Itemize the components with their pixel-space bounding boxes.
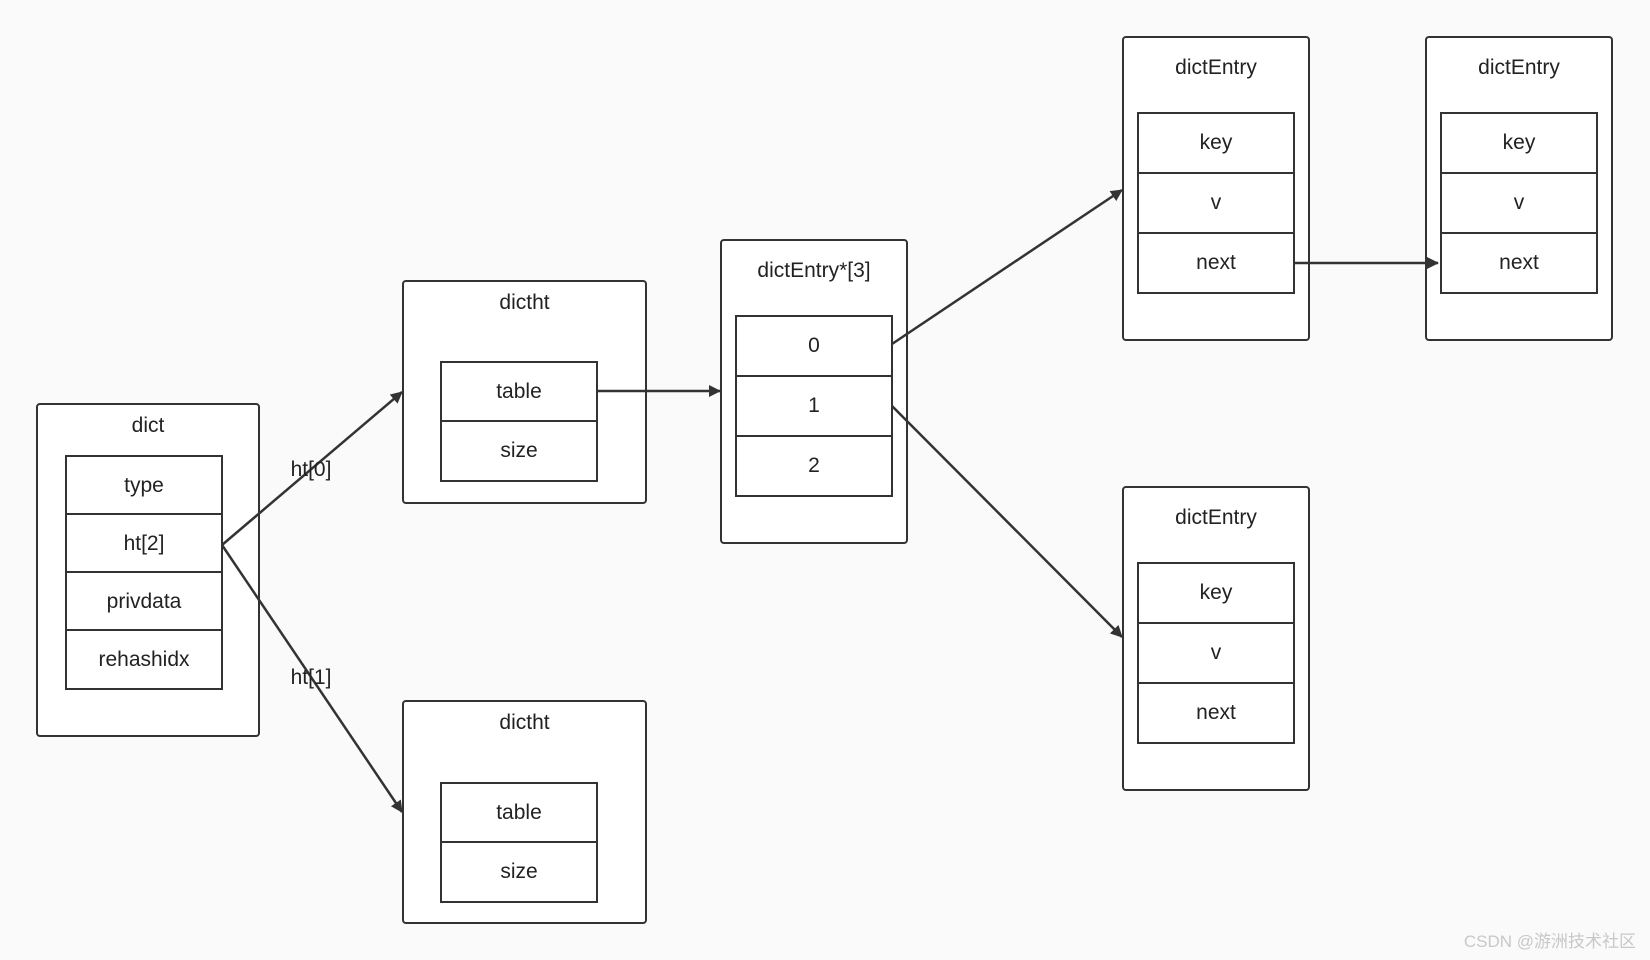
dictht-1: dictht table size (402, 700, 647, 924)
dictht-0-field-table: table (440, 361, 598, 423)
dictentry-array-slot-2: 2 (735, 435, 893, 497)
dictentry-a-title: dictEntry (1175, 56, 1257, 79)
dict-field-privdata: privdata (65, 571, 223, 632)
dictentry-b-title: dictEntry (1478, 56, 1560, 79)
dictentry-b-field-next: next (1440, 232, 1598, 294)
dict-struct: dict type ht[2] privdata rehashidx (36, 403, 260, 737)
dictentry-b-field-key: key (1440, 112, 1598, 174)
dictht-0: dictht table size (402, 280, 647, 504)
dictentry-array-title: dictEntry*[3] (757, 259, 871, 282)
dict-field-rehashidx: rehashidx (65, 629, 223, 690)
dictht-1-title: dictht (499, 711, 550, 734)
dictentry-c-field-v: v (1137, 622, 1295, 684)
dictentry-c-title: dictEntry (1175, 506, 1257, 529)
dictentry-c: dictEntry key v next (1122, 486, 1310, 791)
dict-field-type: type (65, 455, 223, 516)
dictentry-a-field-key: key (1137, 112, 1295, 174)
dictentry-array-slot-0: 0 (735, 315, 893, 377)
dictentry-c-field-next: next (1137, 682, 1295, 744)
dict-title: dict (131, 414, 165, 437)
edge-ht1-label: ht[1] (291, 666, 332, 689)
watermark: CSDN @游洲技术社区 (1463, 932, 1636, 951)
dict-field-ht: ht[2] (65, 513, 223, 574)
dictht-1-field-table: table (440, 782, 598, 844)
dictentry-a-field-next: next (1137, 232, 1295, 294)
dictentry-array: dictEntry*[3] 0 1 2 (720, 239, 908, 544)
dictentry-a: dictEntry key v next (1122, 36, 1310, 341)
edge-slot0-to-entry-a (891, 188, 1123, 346)
dictentry-array-slot-1: 1 (735, 375, 893, 437)
dictht-1-field-size: size (440, 841, 598, 903)
dictht-0-field-size: size (440, 420, 598, 482)
dictentry-b: dictEntry key v next (1425, 36, 1613, 341)
edge-ht0-label: ht[0] (291, 458, 332, 481)
edge-slot1-to-entry-c (891, 405, 1123, 638)
dictentry-b-field-v: v (1440, 172, 1598, 234)
dictentry-a-field-v: v (1137, 172, 1295, 234)
dictht-0-title: dictht (499, 291, 550, 314)
dictentry-c-field-key: key (1137, 562, 1295, 624)
